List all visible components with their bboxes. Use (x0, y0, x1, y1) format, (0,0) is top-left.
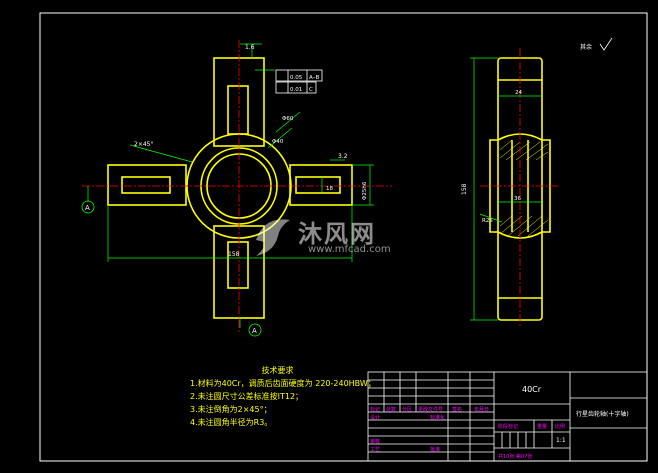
drawing-frame (39, 12, 648, 462)
side-centerlines (480, 48, 560, 328)
tb-row-label-4: 签名 (452, 406, 462, 413)
dim-158-label: 158 (228, 251, 240, 258)
tol-flatness-value: 0.05 (290, 75, 303, 81)
tb-row-label-1: 处数 (386, 406, 396, 413)
technical-notes: 技术要求 1.材料为40Cr，调质后齿面硬度为 220-240HBW； 2.未注… (190, 364, 376, 429)
datum-b-marker (248, 323, 262, 337)
tb-row-label-2: 分区 (402, 406, 412, 413)
tolerance-frames (275, 69, 323, 94)
datum-b-label: A (252, 327, 257, 335)
tb-sheets: 共10张 第07张 (498, 453, 532, 460)
slot-right (295, 176, 341, 194)
note-line-2: 2.未注圆尺寸公差标准按IT12； (190, 392, 304, 401)
datum-a-label: A (85, 204, 90, 212)
slot-top (227, 85, 249, 135)
tb-part-name: 行星齿轮轴(十字轴) (576, 410, 629, 418)
tb-stage-label: 阶段标记 (498, 423, 518, 430)
side-dim-36: 36 (514, 196, 521, 202)
tb-process: 工艺 (370, 447, 380, 453)
roughness-right-label: 3.2 (338, 153, 348, 160)
tb-design: 设计 (370, 414, 380, 421)
tb-standardize: 标准化 (430, 414, 445, 421)
title-block-texts: 标记 处数 分区 更改文件号 签名 年月日 设计 标准化 审核 工艺 批准 阶段… (370, 385, 629, 460)
chamfer-label: 2×45° (134, 141, 153, 148)
side-hatching (499, 139, 549, 237)
front-centerlines (82, 40, 392, 332)
notes-title: 技术要求 (261, 366, 294, 375)
arm-left (107, 164, 187, 206)
arm-right (289, 164, 353, 206)
dia-inner-label: Φ40 (272, 139, 284, 145)
tb-row-label-3: 更改文件号 (418, 406, 443, 413)
slot-left (121, 176, 171, 194)
side-dim-158: 158 (461, 183, 468, 195)
tb-scale: 1:1 (556, 437, 566, 444)
side-hub (489, 133, 551, 239)
tb-scale-label: 比例 (555, 423, 565, 430)
front-dimensions (87, 43, 374, 328)
tb-approve: 批准 (430, 446, 440, 453)
datum-a-marker (81, 200, 95, 214)
roughness-symbol-icon (599, 37, 613, 51)
note-line-1: 1.材料为40Cr，调质后齿面硬度为 220-240HBW； (190, 379, 376, 388)
tb-material: 40Cr (522, 385, 542, 394)
side-dim-r25: R25 (482, 218, 493, 224)
side-dim-24: 24 (515, 90, 522, 96)
slot-bottom (227, 241, 249, 289)
surface-finish-label: 1.6 (245, 44, 255, 51)
tb-row-label-0: 标记 (370, 406, 380, 413)
tb-row-label-5: 年月日 (474, 406, 489, 413)
dim-18-label: 18 (326, 186, 333, 192)
tol-datum-ab: A–B (309, 75, 320, 81)
title-block (367, 371, 648, 462)
tol-datum-c: C (309, 87, 313, 93)
tol-perp-value: 0.01 (290, 87, 302, 93)
side-dimensions (470, 57, 542, 321)
dim-width-label: Φ25h6 (362, 181, 368, 200)
dia-outer-label: Φ60 (282, 116, 294, 122)
tb-check: 审核 (370, 438, 380, 445)
front-view (107, 57, 353, 319)
note-line-3: 3.未注倒角为2×45°； (190, 405, 272, 414)
corner-note: 其余 (580, 43, 592, 51)
tb-weight-label: 重量 (537, 423, 547, 430)
note-line-4: 4.未注圆角半径为R3。 (190, 418, 273, 427)
